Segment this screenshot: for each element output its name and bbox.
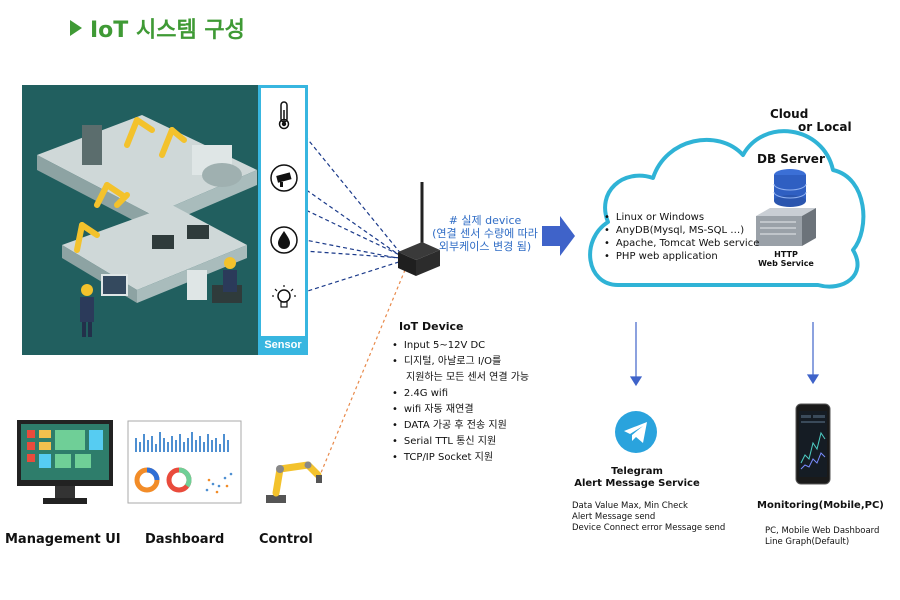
management-ui-label: Management UI: [5, 532, 121, 547]
page-title: IoT 시스템 구성: [70, 12, 245, 44]
dashed-line-factory-1: [179, 149, 403, 257]
management-monitor-icon: [17, 420, 113, 504]
factory-illustration: [22, 85, 260, 355]
list-item: 지원하는 모든 센서 연결 가능: [406, 372, 530, 383]
telegram-icon: [615, 411, 657, 453]
list-item: Device Connect error Message send: [572, 523, 726, 533]
cloud-title-line2: or Local: [798, 120, 852, 134]
sensor-panel: [258, 85, 308, 355]
list-item: Serial TTL 통신 지원: [392, 434, 529, 450]
list-item: Apache, Tomcat Web service: [604, 237, 759, 250]
water-drop-icon: [270, 226, 298, 254]
smartphone-icon: [795, 403, 831, 485]
db-server-title: DB Server: [757, 152, 825, 166]
list-item: DATA 가공 후 전송 지원: [392, 418, 529, 434]
dashed-line-water: [294, 237, 403, 260]
dashed-line-control: [317, 269, 406, 481]
camera-icon: [270, 164, 298, 192]
list-item: Alert Message send: [572, 512, 656, 522]
cloud-list: Linux or Windows AnyDB(Mysql, MS-SQL …) …: [604, 211, 759, 263]
device-caption-line1: # 실제 device: [448, 214, 522, 227]
telegram-list: Data Value Max, Min Check Alert Message …: [572, 501, 725, 534]
telegram-title: Telegram Alert Message Service: [574, 466, 700, 489]
device-caption-line3: 외부케이스 변경 됨): [438, 240, 532, 253]
list-item: wifi 자동 재연결: [392, 402, 529, 418]
control-label: Control: [259, 532, 313, 547]
list-item: PC, Mobile Web Dashboard: [765, 526, 880, 536]
dashed-line-light: [294, 260, 403, 296]
iot-device-list: Input 5~12V DC 디지털, 아날로그 I/O를 지원하는 모든 센서…: [392, 338, 529, 466]
arrow-right-icon: [542, 216, 575, 256]
dashboard-label: Dashboard: [145, 532, 225, 547]
list-item: PHP web application: [604, 250, 759, 263]
server-icon: [756, 208, 816, 246]
list-item: Data Value Max, Min Check: [572, 501, 688, 511]
iot-device-title: IoT Device: [399, 320, 464, 333]
dashboard-icon: [127, 420, 242, 504]
factory-line-icon: [22, 85, 260, 355]
database-icon: [773, 169, 807, 207]
thermometer-icon: [278, 101, 290, 130]
lightbulb-icon: [272, 285, 296, 308]
cloud-title-line1: Cloud: [770, 107, 809, 121]
list-item: Linux or Windows: [604, 211, 759, 224]
monitoring-list: PC, Mobile Web Dashboard Line Graph(Defa…: [765, 526, 879, 548]
dashed-line-temperature: [291, 119, 403, 256]
sensor-label: Sensor: [258, 336, 308, 355]
list-item: 디지털, 아날로그 I/O를: [392, 354, 529, 370]
robot-arm-icon: [266, 461, 322, 503]
list-item: Line Graph(Default): [765, 537, 850, 547]
arrow-head-telegram: [629, 376, 643, 387]
device-caption: # 실제 device (연결 센서 수량에 따라 외부케이스 변경 됨): [420, 214, 550, 253]
http-web-service-label: HTTP Web Service: [758, 250, 814, 268]
arrow-head-monitoring: [806, 374, 820, 385]
iot-device-icon: [398, 182, 440, 276]
play-triangle-icon: [70, 20, 82, 36]
dashed-line-camera: [294, 181, 403, 258]
list-item: Input 5~12V DC: [392, 338, 529, 354]
list-item: 2.4G wifi: [392, 386, 529, 402]
monitoring-title: Monitoring(Mobile,PC): [757, 500, 884, 511]
list-item: AnyDB(Mysql, MS-SQL …): [604, 224, 759, 237]
cloud-title: Cloud or Local: [770, 108, 852, 134]
device-caption-line2: (연결 센서 수량에 따라: [432, 227, 538, 240]
list-item: TCP/IP Socket 지원: [392, 450, 529, 466]
